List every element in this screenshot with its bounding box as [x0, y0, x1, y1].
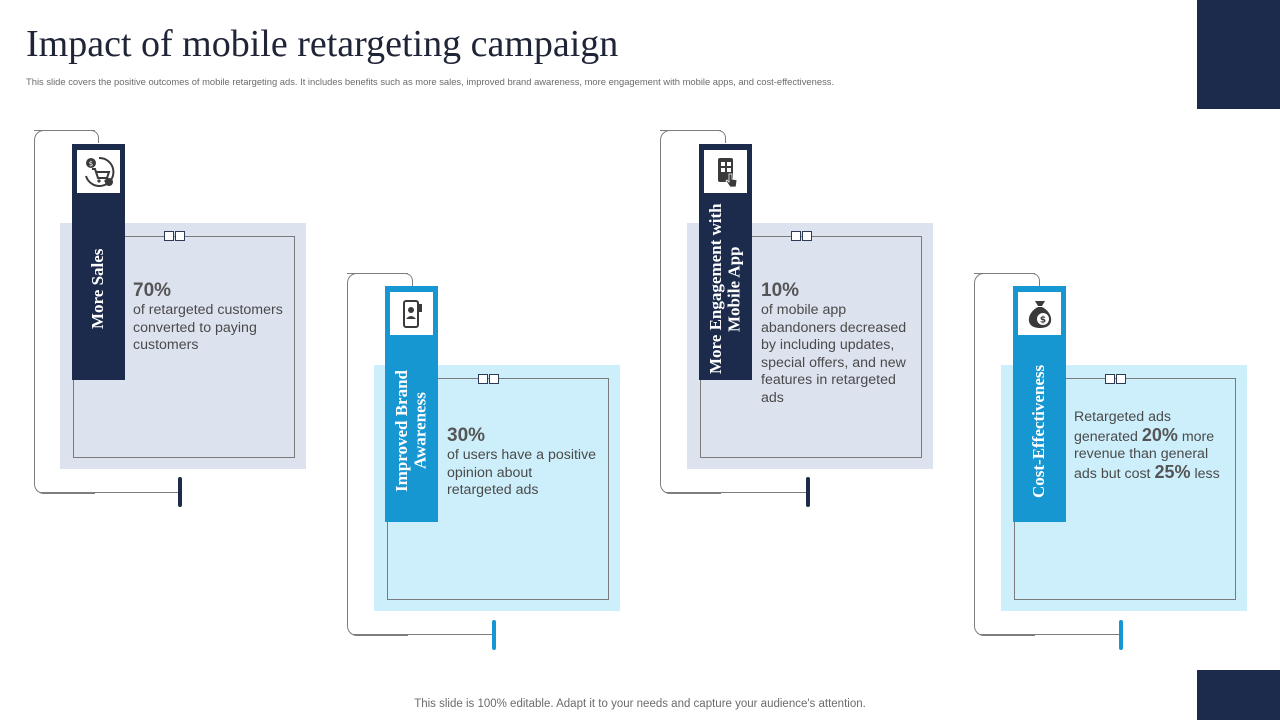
mobile-tap-icon [704, 150, 747, 193]
frame-handle [478, 374, 499, 384]
money-bag-icon: $ [1018, 292, 1061, 335]
card-percent: 10% [761, 280, 800, 301]
card-label: More Engagement with Mobile App [705, 203, 744, 375]
connector-line [347, 273, 413, 286]
sidebar-accent-bottom [1197, 670, 1280, 720]
slide-title: Impact of mobile retargeting campaign [26, 23, 619, 65]
card-description-b: more revenue than general ads but cost [1074, 428, 1215, 482]
card-label: Improved Brand Awareness [391, 370, 430, 493]
card-description: of mobile app abandoners decreased by in… [761, 302, 907, 406]
card-description-c: less [1194, 465, 1220, 482]
card-label: More Sales [88, 248, 108, 330]
slide-subtitle: This slide covers the positive outcomes … [26, 76, 835, 87]
cart-exchange-icon: $ [77, 150, 120, 193]
card-percent-a: 20% [1141, 424, 1178, 445]
connector-line [660, 130, 726, 143]
card-label: Cost-Effectiveness [1029, 364, 1049, 498]
connector-line [666, 492, 808, 493]
card-body: 30% of users have a positive opinion abo… [447, 425, 597, 500]
card-percent: 70% [133, 280, 172, 301]
card-body: 10% of mobile app abandoners decreased b… [761, 280, 911, 408]
card-description: of users have a positive opinion about r… [447, 447, 597, 499]
connector-line [974, 273, 1040, 286]
svg-text:$: $ [1039, 315, 1045, 325]
card-body: Retargeted ads generated 20% more revenu… [1074, 409, 1224, 483]
connector-stem [1119, 620, 1123, 650]
connector-stem [492, 620, 496, 650]
connector-line [980, 634, 1122, 635]
sidebar-accent-top [1197, 0, 1280, 109]
frame-handle [1105, 374, 1126, 384]
svg-text:$: $ [88, 160, 92, 168]
slide-footer: This slide is 100% editable. Adapt it to… [414, 698, 866, 710]
card-body: 70% of retargeted customers converted to… [133, 280, 283, 355]
connector-line [34, 130, 99, 143]
frame-handle [791, 231, 812, 241]
card-percent-b: 25% [1154, 461, 1191, 482]
card-description-a: Retargeted ads generated [1074, 409, 1172, 445]
frame-handle [164, 231, 185, 241]
connector-stem [178, 477, 182, 507]
mobile-user-icon [390, 292, 433, 335]
connector-stem [806, 477, 810, 507]
connector-line [40, 492, 180, 493]
card-percent: 30% [447, 425, 486, 446]
card-description: of retargeted customers converted to pay… [133, 302, 283, 354]
connector-line [353, 634, 495, 635]
